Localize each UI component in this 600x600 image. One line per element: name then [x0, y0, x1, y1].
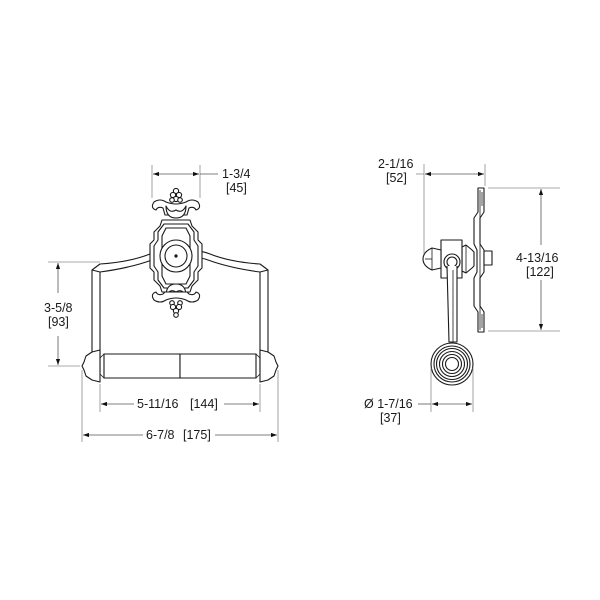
dim-side-backplate-height: 4-13/16 [122]	[488, 187, 560, 332]
dim-label-metric: [37]	[380, 411, 401, 425]
front-view: 1-3/4 [45] 3-5/8 [93] 5-11/16 [144]	[44, 165, 279, 442]
dim-label-imperial: 4-13/16	[516, 251, 558, 265]
dim-label-imperial: 6-7/8	[146, 428, 175, 442]
dim-side-projection: 2-1/16 [52]	[378, 157, 486, 254]
dim-front-inner-width: 5-11/16 [144]	[99, 384, 261, 412]
dim-label-metric: [93]	[48, 315, 69, 329]
dim-label-metric: [144]	[190, 397, 218, 411]
dim-label-imperial: Ø 1-7/16	[364, 397, 413, 411]
dim-label-imperial: 2-1/16	[378, 157, 413, 171]
dim-label-metric: [52]	[386, 171, 407, 185]
paper-roller	[81, 349, 279, 383]
side-knob	[430, 342, 474, 386]
dim-label-imperial: 5-11/16	[137, 397, 179, 411]
dim-label-imperial: 1-3/4	[222, 167, 251, 181]
dim-label-metric: [45]	[226, 181, 247, 195]
dim-label-metric: [175]	[183, 428, 211, 442]
dim-label-imperial: 3-5/8	[44, 301, 73, 315]
dim-label-metric: [122]	[526, 265, 554, 279]
dim-front-overall-width: 6-7/8 [175]	[81, 370, 279, 442]
ornate-backplate	[149, 187, 203, 318]
dim-backplate-width: 1-3/4 [45]	[151, 165, 251, 198]
dim-front-height: 3-5/8 [93]	[44, 261, 100, 367]
side-arm	[446, 265, 458, 343]
side-backplate	[473, 187, 493, 333]
side-view: 2-1/16 [52] 4-13/16 [122] Ø 1-7/16 [37]	[364, 157, 560, 425]
dim-side-knob-diameter: Ø 1-7/16 [37]	[364, 368, 474, 425]
